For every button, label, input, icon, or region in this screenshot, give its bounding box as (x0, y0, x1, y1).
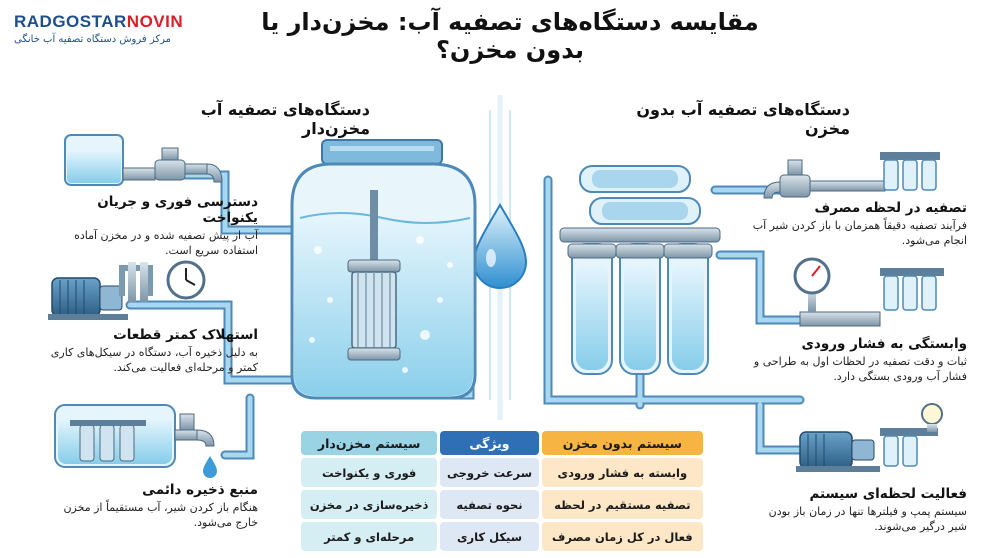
cell-feature: نحوه تصفیه (440, 490, 539, 519)
cell-tank: مرحله‌ای و کمتر (301, 522, 438, 551)
feature-desc: فرآیند تصفیه دقیقاً همزمان با باز کردن ش… (752, 219, 967, 247)
cell-tankless: وابسته به فشار ورودی (541, 458, 703, 487)
cell-tank: ذخیره‌سازی در مخزن (301, 490, 438, 519)
table-row: وابسته به فشار ورودی سرعت خروجی فوری و ی… (301, 458, 703, 487)
feature-desc: هنگام باز کردن شیر، آب مستقیماً از مخزن … (63, 501, 258, 529)
faucet-filters-icon (763, 152, 940, 199)
page-title: مقایسه دستگاه‌های تصفیه آب: مخزن‌دار یا … (261, 8, 759, 64)
tankless-feature-2: وابستگی به فشار ورودی ثبات و دقت تصفیه د… (752, 336, 967, 384)
tank-feature-1: دسترسی فوری و جریان یکنواخت آب از پیش تص… (58, 194, 258, 258)
faucet-tank-icon (64, 134, 223, 186)
table-header-row: سیستم بدون مخزن ویژگی سیستم مخزن‌دار (301, 431, 703, 455)
cell-tankless: تصفیه مستقیم در لحظه (541, 490, 703, 519)
tank-section-title: دستگاه‌های تصفیه آب مخزن‌دار (200, 100, 370, 138)
cell-feature: سرعت خروجی (440, 458, 539, 487)
feature-desc: آب از پیش تصفیه شده و در مخزن آماده استف… (74, 229, 258, 257)
cell-tank: فوری و یکنواخت (301, 458, 438, 487)
filter-tank-faucet-icon (54, 404, 217, 478)
pump-icon (796, 403, 943, 472)
header-tank: سیستم مخزن‌دار (301, 431, 438, 455)
brand-name: RADGOSTARNOVIN (14, 12, 184, 31)
pump-gauge-icon (48, 260, 206, 320)
tank-feature-3: منبع ذخیره دائمی هنگام باز کردن شیر، آب … (40, 482, 258, 530)
table-row: فعال در کل زمان مصرف سیکل کاری مرحله‌ای … (301, 522, 703, 551)
tankless-feature-1: تصفیه در لحظه مصرف فرآیند تصفیه دقیقاً ه… (752, 200, 967, 248)
feature-title: منبع ذخیره دائمی (142, 482, 258, 498)
header-tankless: سیستم بدون مخزن (541, 431, 703, 455)
storage-tank-icon (290, 139, 477, 400)
header-feature: ویژگی (440, 431, 539, 455)
cell-tankless: فعال در کل زمان مصرف (541, 522, 703, 551)
feature-title: استهلاک کمتر قطعات (113, 327, 258, 343)
comparison-table: سیستم بدون مخزن ویژگی سیستم مخزن‌دار واب… (298, 428, 706, 554)
feature-title: دسترسی فوری و جریان یکنواخت (97, 194, 258, 226)
brand-tagline: مرکز فروش دستگاه تصفیه آب خانگی (14, 34, 171, 45)
ro-unit-icon (559, 165, 721, 375)
feature-title: وابستگی به فشار ورودی (801, 336, 967, 352)
table-row: تصفیه مستقیم در لحظه نحوه تصفیه ذخیره‌سا… (301, 490, 703, 519)
feature-desc: به دلیل ذخیره آب، دستگاه در سیکل‌های کار… (50, 346, 258, 374)
brand-logo: RADGOSTARNOVIN مرکز فروش دستگاه تصفیه آب… (14, 12, 204, 45)
tankless-feature-3: فعالیت لحظه‌ای سیستم سیستم پمپ و فیلترها… (752, 486, 967, 534)
cell-feature: سیکل کاری (440, 522, 539, 551)
feature-desc: سیستم پمپ و فیلترها تنها در زمان باز بود… (768, 505, 967, 533)
water-drop-icon (472, 203, 528, 289)
tank-feature-2: استهلاک کمتر قطعات به دلیل ذخیره آب، دست… (40, 327, 258, 375)
tankless-section-title: دستگاه‌های تصفیه آب بدون مخزن (636, 100, 850, 138)
feature-title: فعالیت لحظه‌ای سیستم (809, 486, 967, 502)
pressure-gauge-icon (793, 257, 944, 327)
feature-title: تصفیه در لحظه مصرف (814, 200, 967, 216)
feature-desc: ثبات و دقت تصفیه در لحظات اول به طراحی و… (753, 355, 967, 383)
